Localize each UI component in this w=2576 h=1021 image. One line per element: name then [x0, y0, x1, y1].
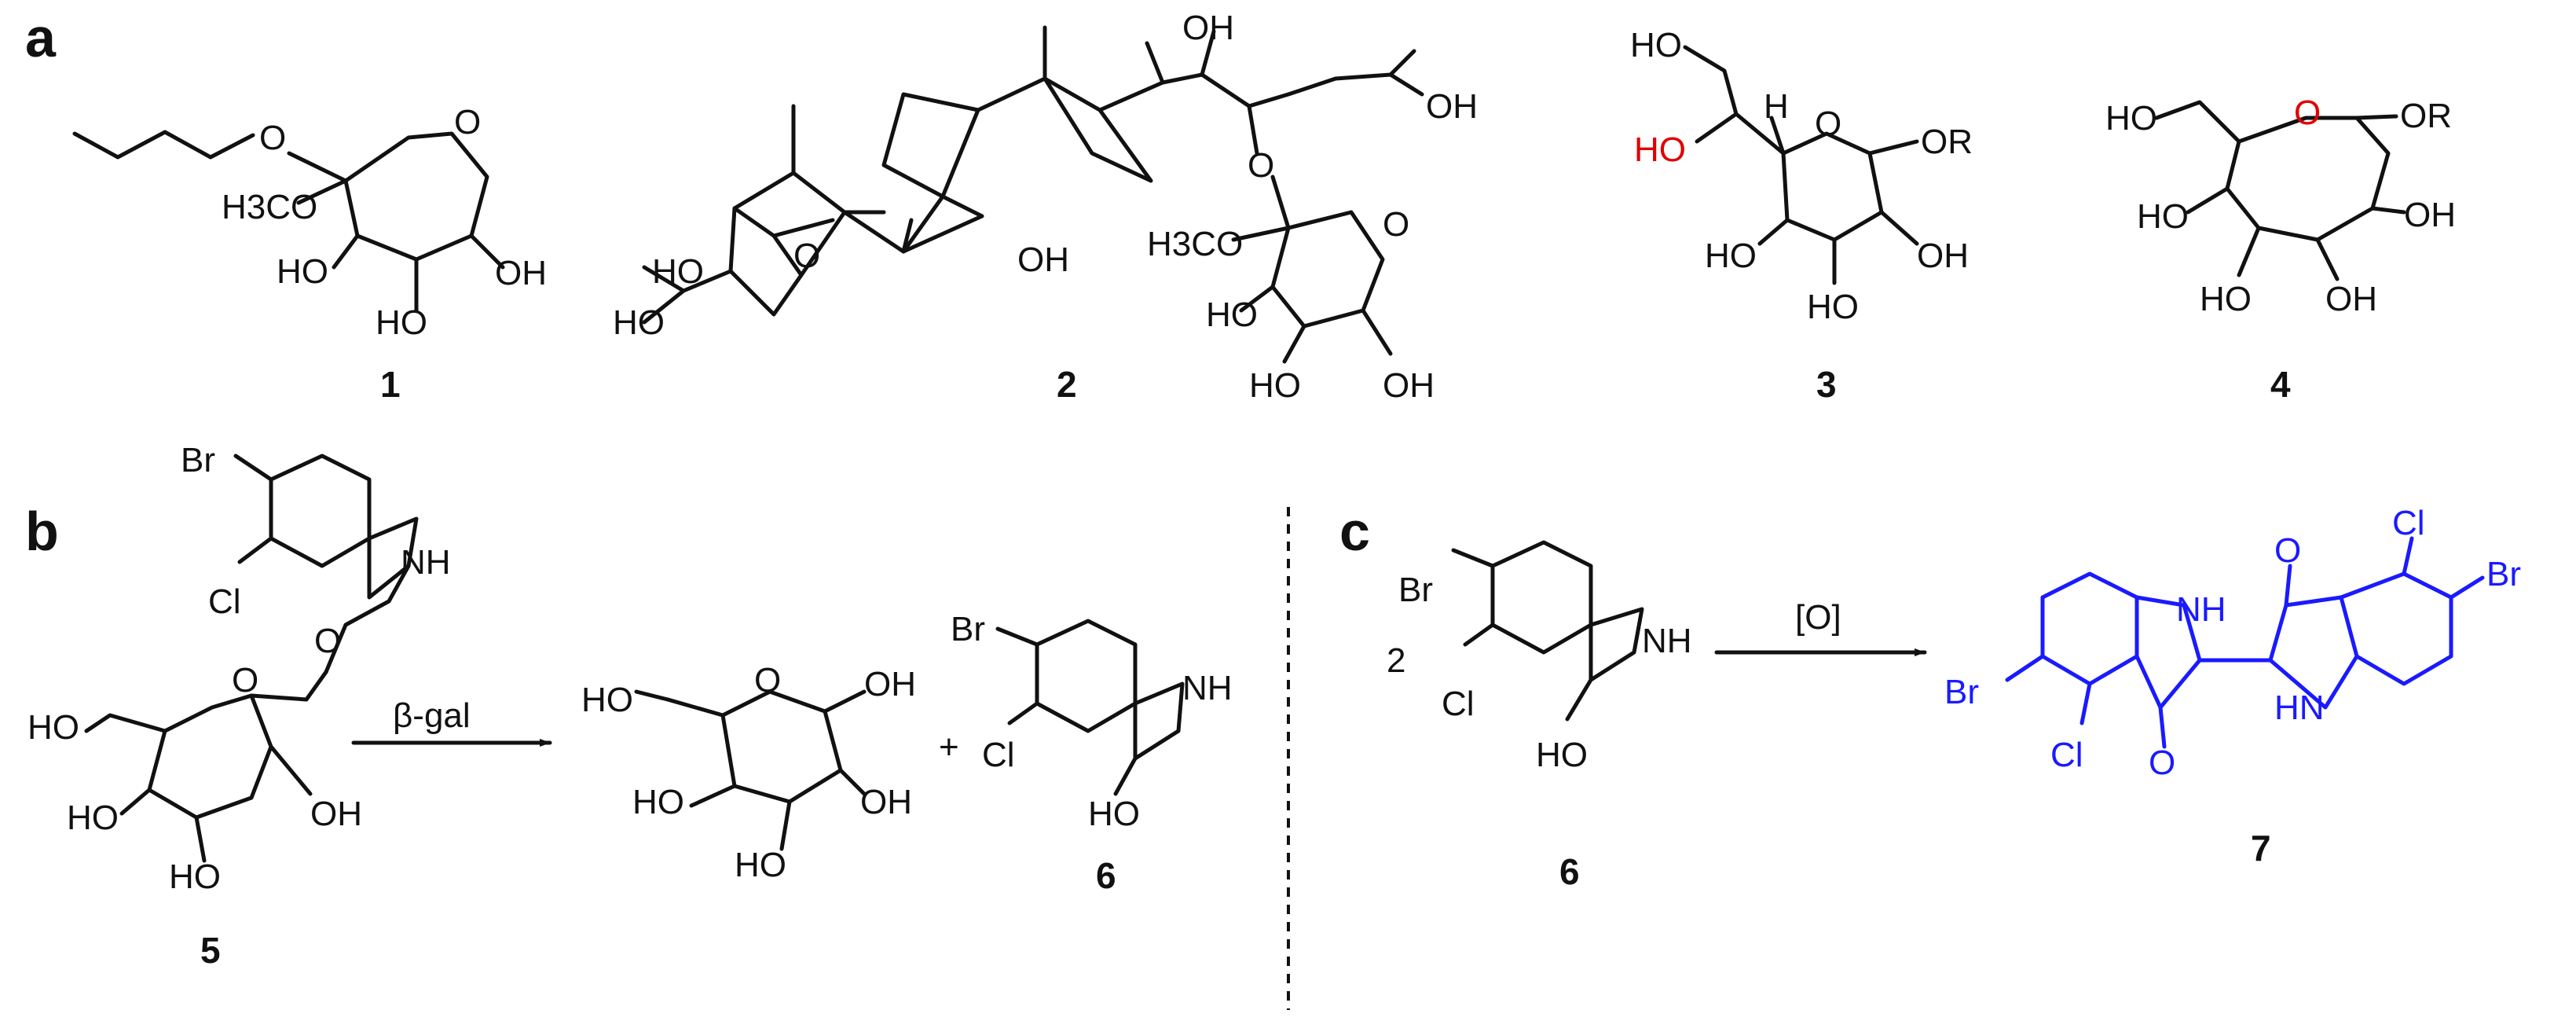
c5-br: Br — [181, 441, 215, 479]
c1-ether-oxygen: O — [259, 119, 286, 157]
c3-h: H — [1764, 87, 1789, 126]
c2-ho-b: HO — [613, 303, 665, 342]
c7-nh-top: NH — [2176, 590, 2226, 629]
c2-sugar-oh-right: OH — [1383, 366, 1435, 405]
c4-oh-bottom: OH — [2325, 280, 2377, 318]
compound-number-5: 5 — [200, 930, 221, 971]
c4-ho-bottom: HO — [2200, 280, 2252, 318]
reaction-arrow-c: [O] — [1714, 598, 1927, 656]
compound-number-6-c: 6 — [1559, 851, 1580, 892]
c3-oh-right: OH — [1917, 237, 1969, 275]
c2-sugar-ho-left: HO — [1206, 296, 1258, 334]
c3-ring-oxygen: O — [1815, 105, 1841, 143]
c3-or: OR — [1921, 123, 1973, 161]
c2-sugar-ring-oxygen: O — [1383, 205, 1409, 244]
compound-number-3: 3 — [1816, 364, 1837, 405]
c2-link-oxygen: O — [1248, 146, 1274, 185]
compound-5: Br Cl NH O O HO HO OH HO 5 — [27, 441, 451, 971]
c6c-coefficient: 2 — [1387, 641, 1405, 680]
c1-oh-bottom: HO — [376, 303, 427, 342]
c4-ho-left: HO — [2137, 197, 2189, 236]
c6b-nh: NH — [1182, 669, 1233, 707]
compound-6-panel-c: 2 Br Cl NH HO 6 — [1387, 540, 1692, 892]
compound-number-6-b: 6 — [1096, 855, 1116, 896]
gal-ho-ch2: HO — [581, 681, 633, 719]
compound-4: HO O OR HO OH HO OH 4 — [2105, 94, 2456, 405]
c7-cl-right: Cl — [2392, 504, 2425, 542]
c5-glycosidic-oxygen: O — [314, 622, 341, 660]
c6c-nh: NH — [1642, 622, 1692, 660]
c6c-cl: Cl — [1442, 685, 1475, 723]
c5-ring-oxygen: O — [232, 661, 258, 700]
reaction-arrow-b: β-gal — [351, 696, 552, 747]
c4-ho-ch2: HO — [2105, 99, 2157, 138]
compound-number-7: 7 — [2251, 828, 2271, 869]
compound-number-1: 1 — [380, 364, 401, 405]
c6b-ho: HO — [1088, 795, 1140, 833]
compound-number-2: 2 — [1057, 364, 1077, 405]
c1-oh-left: HO — [277, 252, 328, 291]
c4-or: OR — [2400, 97, 2452, 135]
panel-label-c: c — [1339, 501, 1370, 562]
c5-cl: Cl — [208, 582, 241, 621]
gal-ho-bottom: HO — [735, 846, 786, 884]
c6c-br: Br — [1398, 571, 1433, 609]
c7-br-right: Br — [2486, 555, 2521, 593]
compound-3: HO HO H O OR HO OH HO 3 — [1630, 26, 1973, 405]
c2-oh-mid: OH — [1017, 241, 1069, 279]
c4-oh-right: OH — [2404, 196, 2456, 234]
c1-ring-oxygen: O — [454, 103, 481, 141]
c2-ketone-oxygen: O — [793, 237, 820, 275]
c2-ho-a: HO — [652, 252, 704, 291]
c2-oh-top: OH — [1182, 9, 1234, 47]
c5-ho-bottom: HO — [169, 858, 221, 896]
c7-hn-bottom: HN — [2274, 689, 2325, 727]
c3-ho-red: HO — [1634, 130, 1686, 169]
c2-oh-sidechain: OH — [1426, 87, 1478, 126]
c4-ring-oxygen: O — [2294, 94, 2321, 132]
galactose-product: HO O OH HO OH HO — [581, 661, 916, 884]
panel-label-b: b — [25, 501, 59, 562]
c5-oh-right: OH — [310, 795, 362, 833]
gal-ho-left: HO — [632, 783, 684, 821]
c6b-br: Br — [951, 610, 985, 648]
compound-1: O O H3CO HO HO OH 1 — [72, 103, 547, 405]
gal-oh-anomeric: OH — [864, 665, 916, 703]
c1-methoxy: H3CO — [222, 188, 317, 226]
c7-o-bottom: O — [2149, 744, 2175, 782]
c7-br-left: Br — [1944, 673, 1979, 711]
plus-sign: + — [939, 728, 959, 766]
c7-cl-left: Cl — [2050, 736, 2083, 774]
c1-oh-right: OH — [495, 254, 547, 292]
panel-label-a: a — [25, 7, 57, 68]
c6b-cl: Cl — [982, 736, 1015, 774]
c6c-ho: HO — [1536, 736, 1588, 774]
reagent-beta-gal: β-gal — [393, 696, 471, 735]
c5-nh: NH — [401, 543, 451, 582]
reagent-oxidation: [O] — [1795, 598, 1841, 637]
compound-7: Br Cl NH O O Cl Br HN — [1944, 504, 2521, 782]
c3-ho-bottom: HO — [1807, 288, 1859, 326]
compound-2: OH OH O OH O HO HO H3CO O HO HO OH 2 — [613, 9, 1478, 405]
c5-ho-ch2: HO — [27, 708, 79, 747]
gal-oh-right: OH — [860, 783, 912, 821]
c2-methoxy: H3CO — [1147, 225, 1243, 263]
compound-number-4: 4 — [2270, 364, 2291, 405]
gal-ring-oxygen: O — [754, 661, 781, 700]
compound-6-panel-b: Br Cl NH HO 6 — [951, 610, 1233, 896]
c3-ho-left: HO — [1705, 237, 1757, 275]
c5-ho-left: HO — [67, 799, 119, 837]
c2-sugar-ho-bottom: HO — [1249, 366, 1301, 405]
c3-ho-top: HO — [1630, 26, 1682, 64]
c7-o-top: O — [2274, 531, 2301, 570]
